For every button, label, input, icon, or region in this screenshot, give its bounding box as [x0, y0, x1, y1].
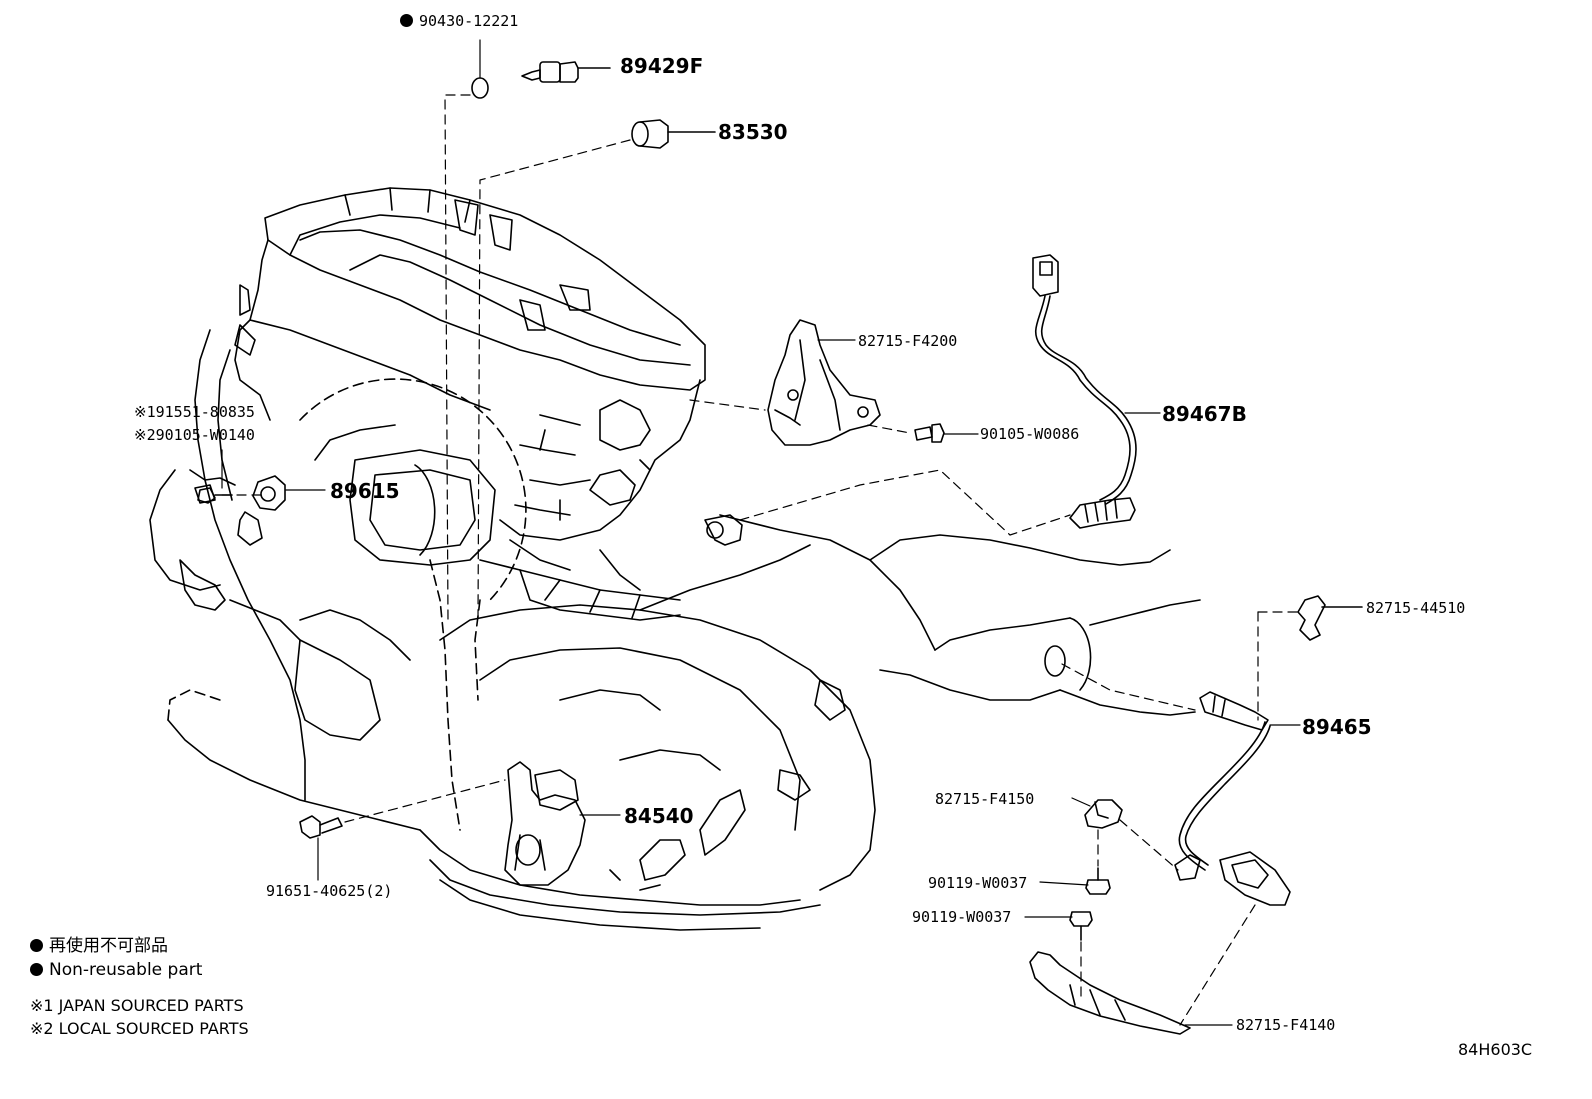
- figure-code: 84H603C: [1458, 1040, 1533, 1059]
- label-83530: 83530: [718, 120, 788, 144]
- engine-assembly: [149, 187, 936, 931]
- heat-shield-82715-F4140: [1029, 951, 1191, 1035]
- ref-mark-2: ※2: [134, 426, 156, 444]
- label-84540: 84540: [624, 804, 694, 828]
- bolt-90119-W0037-b: [1069, 911, 1093, 941]
- bolt-91551-90105: [194, 484, 216, 504]
- label-90119-W0037-a: 90119-W0037: [928, 874, 1028, 892]
- clip-82715-44510: [1297, 595, 1363, 641]
- label-82715-F4200: 82715-F4200: [858, 332, 958, 350]
- label-91551-80835: ※191551-80835: [134, 403, 255, 421]
- o2-sensor-89465: [1174, 691, 1291, 906]
- o2-sensor-89467B: [1032, 254, 1137, 529]
- label-89615: 89615: [330, 479, 400, 503]
- label-90430-12221: 90430-12221: [400, 12, 518, 30]
- label-82715-44510: 82715-44510: [1366, 599, 1466, 617]
- label-89465: 89465: [1302, 715, 1372, 739]
- legend-note-2: ※2 LOCAL SOURCED PARTS: [30, 1019, 249, 1038]
- exhaust-pipe: [869, 534, 1201, 716]
- nonreusable-dot-icon: [30, 939, 43, 952]
- bolt-90119-W0037-a: [1085, 867, 1111, 895]
- label-89467B: 89467B: [1162, 402, 1247, 426]
- nonreusable-dot-icon: [400, 14, 413, 27]
- bolt-91651: [299, 815, 343, 839]
- label-91651-40625: 91651-40625(2): [266, 882, 393, 900]
- switch-84540: [504, 761, 586, 886]
- bracket-82715-F4200: [767, 319, 881, 446]
- label-90119-W0037-b: 90119-W0037: [912, 908, 1012, 926]
- label-90105-W0140: ※290105-W0140: [134, 426, 255, 444]
- label-82715-F4140: 82715-F4140: [1236, 1016, 1336, 1034]
- leader-lines: [221, 39, 1301, 1026]
- sensor-89429F: [521, 61, 611, 83]
- bracket-82715-F4150: [1084, 799, 1123, 829]
- label-89429F: 89429F: [620, 54, 704, 78]
- label-82715-F4150: 82715-F4150: [935, 790, 1035, 808]
- legend-note-1: ※1 JAPAN SOURCED PARTS: [30, 996, 244, 1015]
- sensor-83530: [631, 119, 716, 149]
- washer-90430: [471, 77, 489, 99]
- label-90105-W0086: 90105-W0086: [980, 425, 1080, 443]
- legend-nonreusable-jp: 再使用不可部品: [30, 936, 168, 956]
- nonreusable-dot-icon: [30, 963, 43, 976]
- legend-nonreusable-en: Non-reusable part: [30, 960, 202, 980]
- bolt-90105-W0086: [914, 423, 945, 443]
- ref-mark-1: ※1: [134, 403, 156, 421]
